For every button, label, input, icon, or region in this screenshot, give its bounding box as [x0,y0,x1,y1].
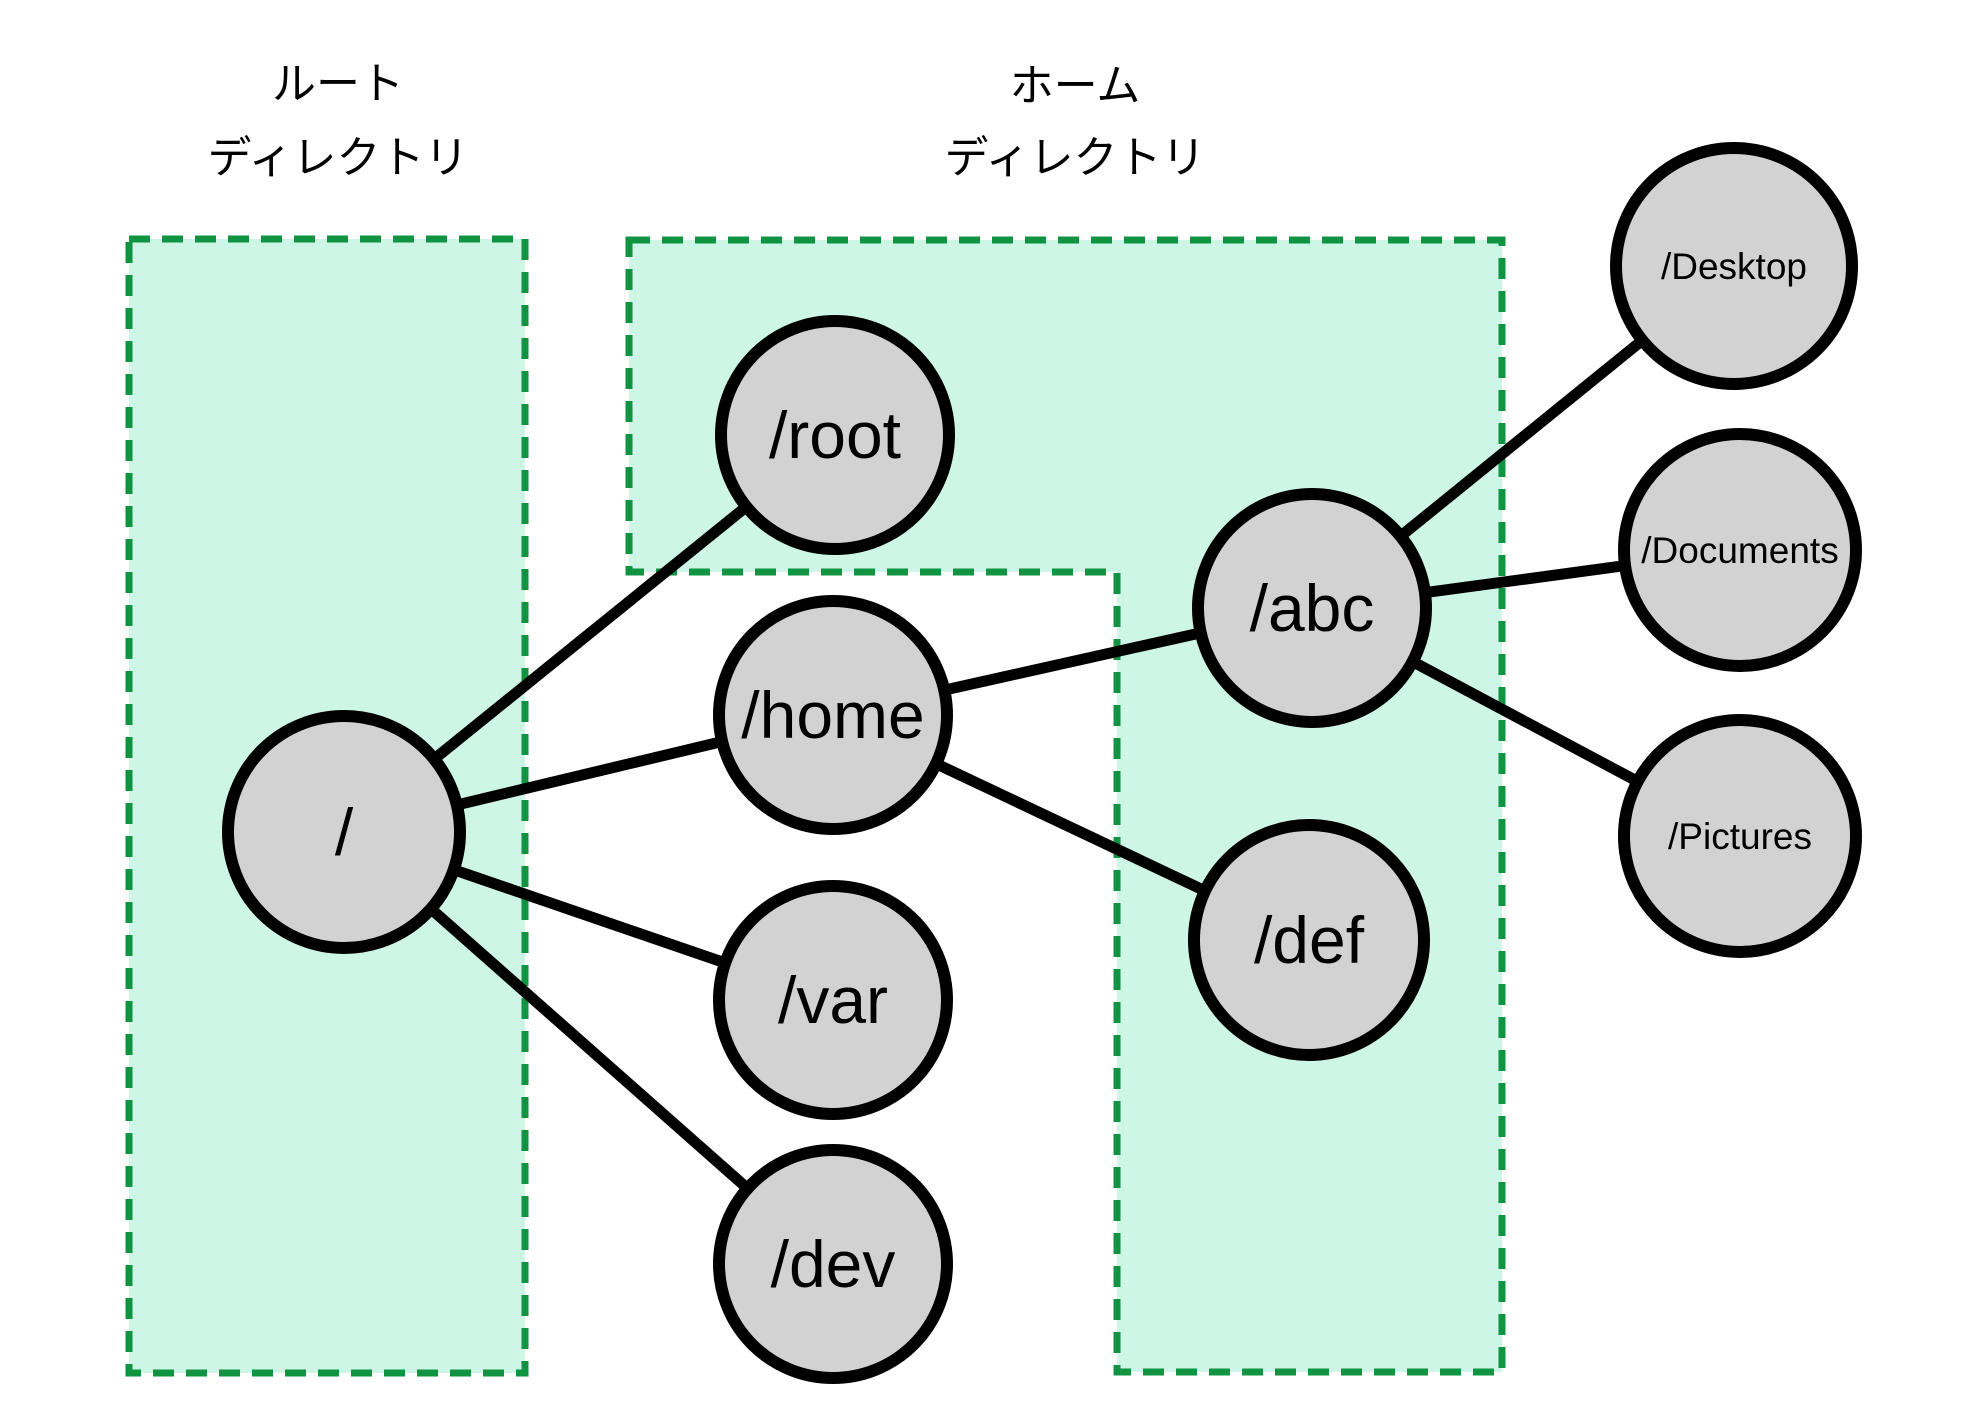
root-region-label-line2: ディレクトリ [208,133,469,182]
abc-circle [1192,488,1432,728]
root-label: /root [769,398,901,472]
var-label: /var [778,963,888,1037]
pictures-circle [1618,714,1862,958]
root-region-label-line1: ルート [272,59,404,108]
node-documents: /Documents [1618,428,1862,672]
documents-circle [1618,428,1862,672]
var-circle [713,880,953,1120]
def-circle [1188,819,1430,1061]
root-circle [715,315,955,555]
node-abc: /abc [1192,488,1432,728]
home-region-label-line2: ディレクトリ [945,133,1206,182]
home-region-label-line1: ホーム [1010,61,1141,110]
node-fsroot: / [222,710,466,954]
node-var: /var [713,880,953,1120]
desktop-circle [1610,142,1858,390]
home-circle [713,595,953,835]
dev-label: /dev [771,1227,896,1301]
node-root: /root [715,315,955,555]
abc-label: /abc [1250,571,1375,645]
desktop-label: /Desktop [1661,246,1807,287]
fsroot-circle [222,710,466,954]
home-label: /home [741,678,924,752]
node-home: /home [713,595,953,835]
node-pictures: /Pictures [1618,714,1862,958]
node-dev: /dev [713,1144,953,1384]
dev-circle [713,1144,953,1384]
documents-label: /Documents [1641,530,1838,571]
node-def: /def [1188,819,1430,1061]
def-label: /def [1254,903,1365,977]
fsroot-label: / [335,795,354,869]
node-desktop: /Desktop [1610,142,1858,390]
pictures-label: /Pictures [1668,816,1812,857]
